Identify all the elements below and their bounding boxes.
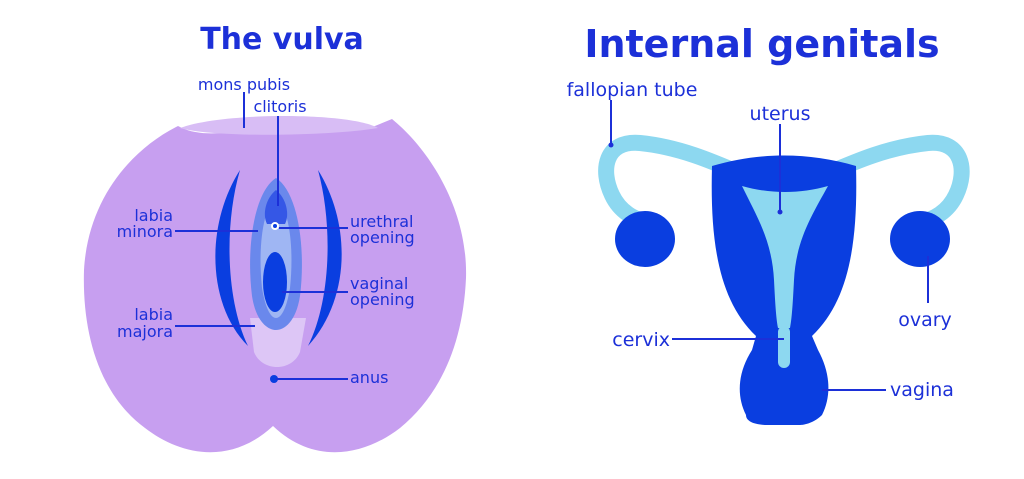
fallopian-tube-dot [608,142,614,148]
label-anus: anus [350,368,388,387]
label-ovary: ovary [898,309,952,331]
label-urethral-line1: urethral [350,212,413,231]
label-labia-minora-line1: labia [134,206,173,225]
labia-majora-right-shape [308,170,342,346]
ovary-left-shape [615,211,675,267]
label-labia-minora-line2: minora [117,222,173,241]
clitoral-hood-shape [264,190,288,224]
label-urethral-line2: opening [350,228,415,247]
label-labia-majora-line2: majora [117,322,173,341]
label-vagina: vagina [890,379,954,401]
perineum-shape [250,318,306,367]
internal-title: Internal genitals [584,22,939,66]
anus-dot [270,375,278,383]
vaginal-opening-shape [263,252,287,312]
uterine-cavity-shape [742,186,828,328]
urethral-opening-core [273,224,277,228]
label-vaginal-line2: opening [350,290,415,309]
label-mons-pubis: mons pubis [198,75,290,94]
label-vaginal-line1: vaginal [350,274,408,293]
vulva-title: The vulva [200,22,364,57]
label-uterus: uterus [750,103,811,125]
label-clitoris: clitoris [253,97,306,116]
labia-majora-left-shape [215,170,248,346]
label-labia-majora-line1: labia [134,305,173,324]
cervical-canal-shape [778,326,790,368]
uterus-dot [777,209,783,215]
label-fallopian-tube: fallopian tube [567,79,698,101]
label-cervix: cervix [612,329,670,351]
ovary-right-shape [890,211,950,267]
